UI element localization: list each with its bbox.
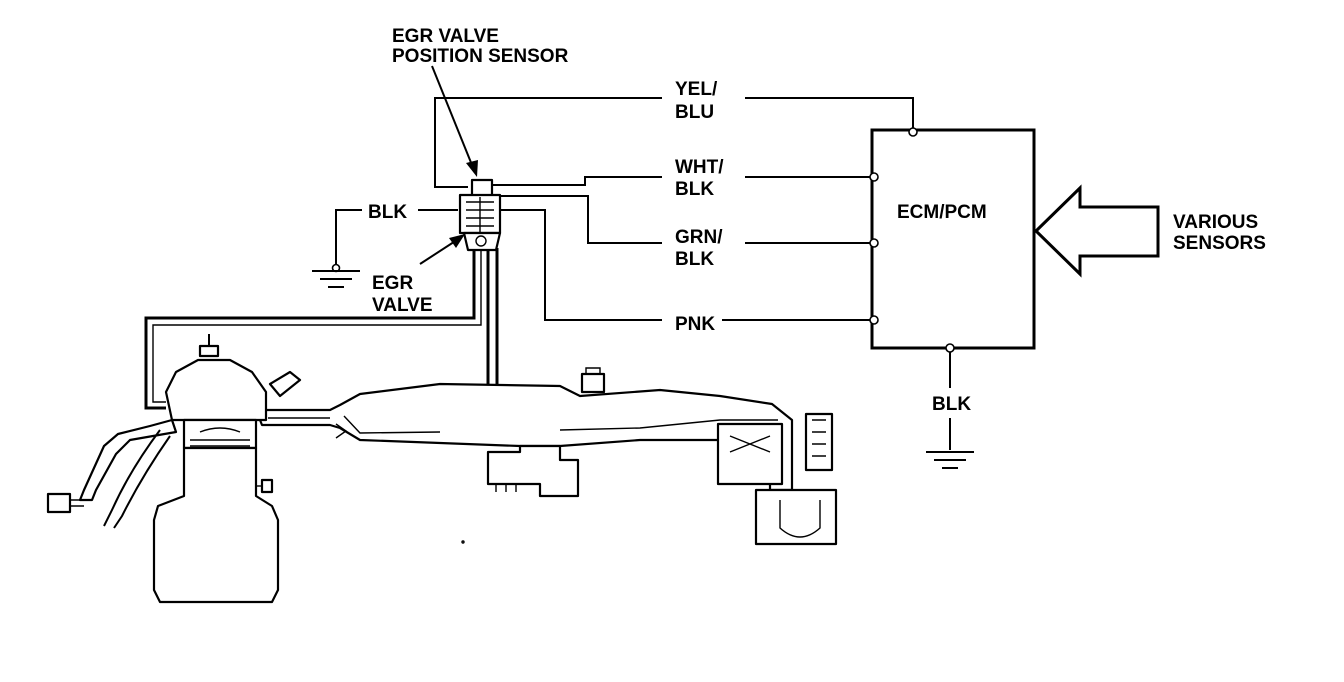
wire-yel-blu [434, 97, 914, 188]
wire-blk-ground-left [335, 209, 458, 268]
ground-symbol-left [312, 270, 360, 288]
muffler [754, 488, 838, 546]
ground-symbol-right [926, 451, 974, 469]
egr-sensor-pointer [431, 65, 475, 171]
canister [486, 444, 580, 498]
wire-label-grn-blk-2: BLK [675, 249, 714, 270]
connector-pin-grn-blk [869, 238, 879, 248]
various-sensors-label-1: VARIOUS [1173, 212, 1258, 233]
ecm-pcm-label: ECM/PCM [897, 202, 987, 223]
wire-label-yel-blu-1: YEL/ [675, 79, 718, 100]
egr-pipe-to-manifold [144, 250, 476, 410]
wire-label-pnk: PNK [675, 314, 715, 335]
wire-label-wht-blk-1: WHT/ [675, 157, 724, 178]
egr-valve-label-1: EGR [372, 273, 413, 294]
throttle-body [164, 358, 268, 422]
catalytic-converter [716, 422, 784, 486]
egr-sensor-label-2: POSITION SENSOR [392, 46, 569, 67]
various-sensors-label-2: SENSORS [1173, 233, 1266, 254]
ecm-pcm-box [870, 128, 1036, 350]
egr-sensor-pointer-head [466, 160, 478, 177]
egr-valve-pointer-head [449, 234, 465, 248]
connector-pin-yel-blu [908, 127, 918, 137]
intake-runner [78, 418, 178, 502]
engine-cylinder [182, 418, 258, 450]
ecm-pin-ground [945, 343, 955, 353]
egr-pipe-to-exhaust [486, 248, 499, 388]
wire-wht-blk [490, 176, 872, 186]
wire-label-grn-blk-1: GRN/ [675, 227, 723, 248]
engine-block [152, 446, 280, 604]
wire-pnk [494, 209, 872, 321]
egr-sensor-label-1: EGR VALVE [392, 26, 499, 47]
wire-label-blk-left: BLK [368, 202, 407, 223]
o2-sensor [580, 372, 606, 394]
wire-grn-blk [492, 195, 872, 244]
wire-label-yel-blu-2: BLU [675, 102, 714, 123]
various-sensors-arrow [1033, 184, 1160, 278]
egr-valve-assembly [458, 178, 502, 252]
connector-pin-pnk [869, 315, 879, 325]
wire-label-blk-right: BLK [932, 394, 971, 415]
egr-valve-label-2: VALVE [372, 295, 433, 316]
connector-pin-wht-blk [869, 172, 879, 182]
wire-label-wht-blk-2: BLK [675, 179, 714, 200]
